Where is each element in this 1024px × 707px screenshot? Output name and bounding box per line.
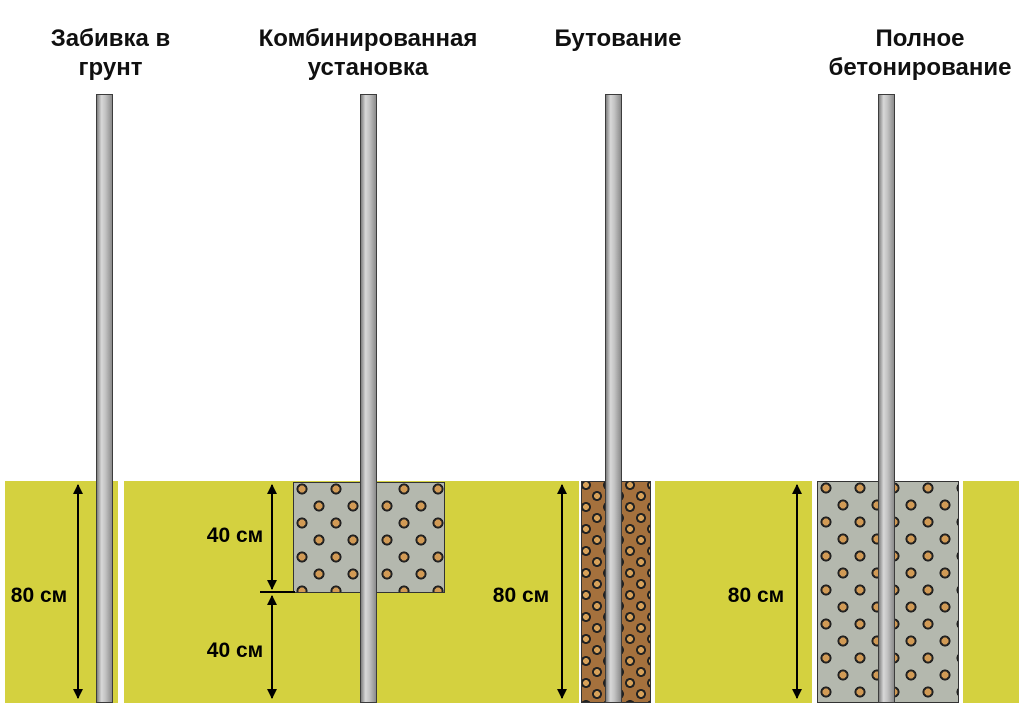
dimension-split-tick-method2 xyxy=(260,591,295,593)
method-2-title: Комбинированная установка xyxy=(238,24,498,82)
ground-block-4 xyxy=(963,481,1019,703)
dimension-arrow-method2-top-40cm xyxy=(271,485,273,589)
dimension-arrow-method1-80cm xyxy=(77,485,79,698)
fence-post-3 xyxy=(605,94,622,703)
method-2-title-line1: Комбинированная xyxy=(258,25,478,52)
dimension-arrow-method3-80cm xyxy=(561,485,563,698)
method-1-title-line1: Забивка в xyxy=(50,25,171,52)
dimension-label-method2-bottom: 40 см xyxy=(206,639,264,662)
dimension-label-method2-top: 40 см xyxy=(206,524,264,547)
fence-post-4 xyxy=(878,94,895,703)
method-4-title-line2: бетонирование xyxy=(828,54,1012,81)
fence-post-2 xyxy=(360,94,377,703)
method-1-title: Забивка в грунт xyxy=(28,24,193,82)
dimension-label-method4-depth: 80 см xyxy=(727,584,785,607)
dimension-arrow-method4-80cm xyxy=(796,485,798,698)
ground-block-3 xyxy=(655,481,812,703)
method-4-title: Полное бетонирование xyxy=(800,24,1024,82)
dimension-label-method3-depth: 80 см xyxy=(492,584,550,607)
method-4-title-line1: Полное xyxy=(875,25,965,52)
dimension-label-method1-depth: 80 см xyxy=(10,584,68,607)
method-1-title-line2: грунт xyxy=(78,54,143,81)
method-3-title-line1: Бутование xyxy=(554,25,682,52)
fence-post-1 xyxy=(96,94,113,703)
method-3-title: Бутование xyxy=(518,24,718,53)
method-2-title-line2: установка xyxy=(307,54,429,81)
dimension-arrow-method2-bottom-40cm xyxy=(271,596,273,698)
